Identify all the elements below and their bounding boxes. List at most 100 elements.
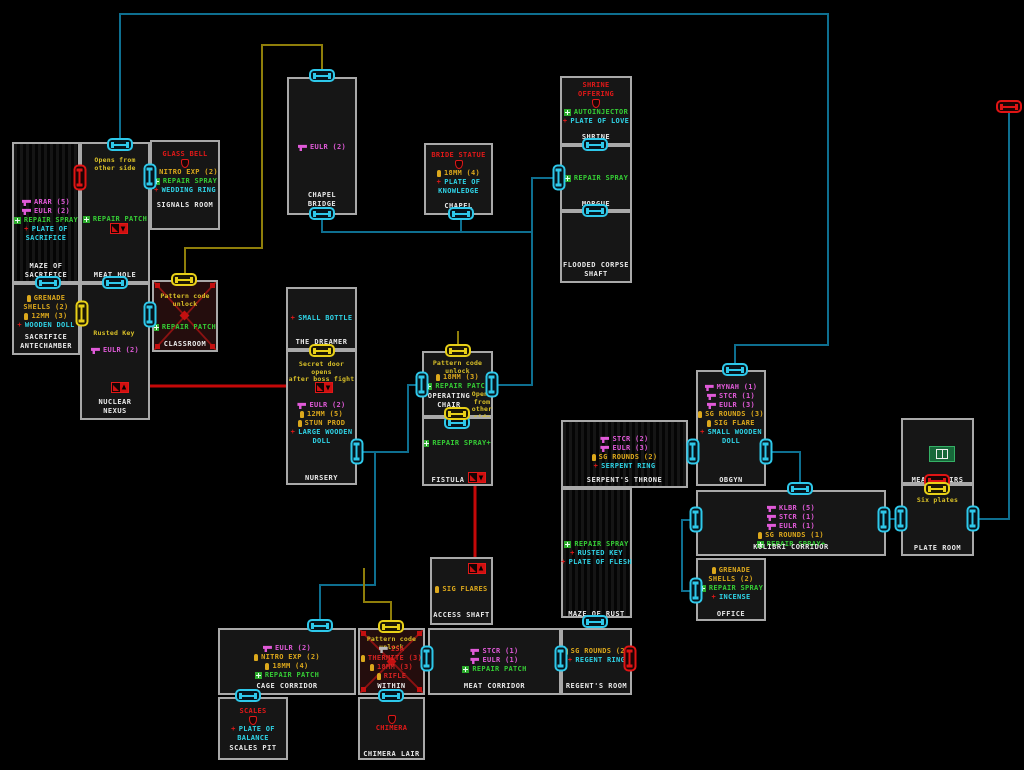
room-label: OFFICE xyxy=(698,610,764,619)
item-label: NITRO EXP (2) xyxy=(159,168,218,176)
connection-line-yellow xyxy=(363,568,392,621)
room-label-line: ACCESS SHAFT xyxy=(433,611,490,619)
door-bar xyxy=(601,141,604,148)
door-bar xyxy=(147,305,153,309)
door-bar xyxy=(586,618,589,625)
door-bar xyxy=(467,210,470,217)
door-bar xyxy=(79,304,85,308)
pistol-icon xyxy=(706,393,716,400)
door-bar xyxy=(424,649,430,653)
door-bar xyxy=(383,694,399,697)
room-label-line: SERPENT'S THRONE xyxy=(586,476,663,484)
hatch-slope xyxy=(111,224,119,233)
door-bar xyxy=(558,649,564,653)
item-list: REPAIR SPRAY+ xyxy=(424,439,491,448)
door-bar xyxy=(929,487,945,490)
item-row: BALANCE xyxy=(220,734,286,743)
item-label: SIG FLARE xyxy=(714,419,755,427)
key-item-plus-icon: + xyxy=(567,656,573,664)
room-label-line: OPERATING xyxy=(427,392,471,400)
item-list: EULR (2) xyxy=(289,143,355,152)
room-label-line: NEXUS xyxy=(103,406,127,415)
repair-icon xyxy=(564,541,572,548)
item-row: +PLATE OF LOVE xyxy=(562,117,630,126)
item-label: REPAIR SPRAY+ xyxy=(766,540,826,548)
item-label: 18MM (3) xyxy=(376,663,414,671)
item-row: STCR (1) xyxy=(430,647,559,656)
door-bar xyxy=(741,366,744,373)
yellow-door-icon xyxy=(444,407,470,420)
note-line: Pattern code unlock xyxy=(366,635,417,651)
cyan-door-icon xyxy=(143,163,157,190)
ammo-icon xyxy=(376,673,381,680)
door-bar xyxy=(587,620,603,623)
door-bar xyxy=(314,349,330,352)
cyan-door-icon xyxy=(309,207,335,220)
item-row: SG ROUNDS (3) xyxy=(698,410,764,419)
item-label: SERPENT RING xyxy=(601,462,656,470)
yellow-door-icon xyxy=(309,344,335,357)
red-door-icon xyxy=(996,100,1022,113)
room-label: MEAT CORRIDOR xyxy=(430,682,559,691)
door-bar xyxy=(928,485,931,492)
hazard-corner-dot xyxy=(361,631,366,636)
room-label-line: SHAFT xyxy=(584,269,608,278)
hatch-icon xyxy=(111,382,129,393)
door-bar xyxy=(419,390,425,394)
item-row: +REGENT RING xyxy=(563,656,630,665)
room-label-line: CHAPEL xyxy=(307,191,337,199)
item-label: 12MM (5) xyxy=(306,410,344,418)
door-bar xyxy=(106,279,109,286)
ammo-icon xyxy=(265,663,270,670)
pistol-icon xyxy=(470,648,480,655)
repair-icon xyxy=(254,672,262,679)
note-line: Secret door opens xyxy=(298,360,345,376)
item-label: BRIDE STATUE xyxy=(431,151,486,159)
door-bar xyxy=(558,664,564,668)
item-row: 18MM (3) xyxy=(360,663,423,672)
door-bar xyxy=(693,525,699,529)
pistol-icon xyxy=(21,208,31,215)
door-bar xyxy=(121,279,124,286)
pistol-icon xyxy=(262,645,272,652)
item-row: NITRO EXP (2) xyxy=(220,653,354,662)
key-item-plus-icon: + xyxy=(290,314,296,322)
cyan-door-icon xyxy=(415,371,429,398)
item-row: REPAIR PATCH xyxy=(154,323,216,332)
item-label: REPAIR PATCH xyxy=(264,671,320,679)
room-label: MAZE OF RUST xyxy=(563,610,630,619)
item-list: SG ROUNDS (2)+REGENT RING xyxy=(563,647,630,665)
item-label: 18MM (4) xyxy=(272,662,309,670)
door-bar xyxy=(463,419,466,426)
yellow-door-icon xyxy=(924,482,950,495)
item-label: 18MM (3) xyxy=(442,373,480,381)
key-item-plus-icon: + xyxy=(154,186,159,194)
item-row: MYNAH (1) xyxy=(698,383,764,392)
item-label: LARGE WOODEN xyxy=(298,428,353,436)
door-bar xyxy=(77,183,83,187)
item-row: SACRIFICE xyxy=(14,234,78,243)
item-row: REPAIR SPRAY xyxy=(563,540,630,549)
connection-line-yellow xyxy=(184,44,323,276)
key-item-plus-icon: + xyxy=(593,462,599,470)
item-label: WOODEN DOLL xyxy=(24,321,75,329)
item-row: KLBR (5) xyxy=(698,504,884,513)
cyan-door-icon xyxy=(350,438,364,465)
item-row: DOLL xyxy=(288,437,355,446)
key-item-plus-icon: + xyxy=(561,558,566,566)
item-row: EULR (3) xyxy=(563,444,686,453)
item-row: +WEDDING RING xyxy=(152,186,218,195)
door-bar xyxy=(328,347,331,354)
item-row: REPAIR SPRAY+ xyxy=(698,540,884,549)
item-row: +PLATE OF xyxy=(426,178,491,187)
hatch-icon xyxy=(468,472,486,483)
door-bar xyxy=(1015,103,1018,110)
note-line: other side xyxy=(94,163,136,172)
